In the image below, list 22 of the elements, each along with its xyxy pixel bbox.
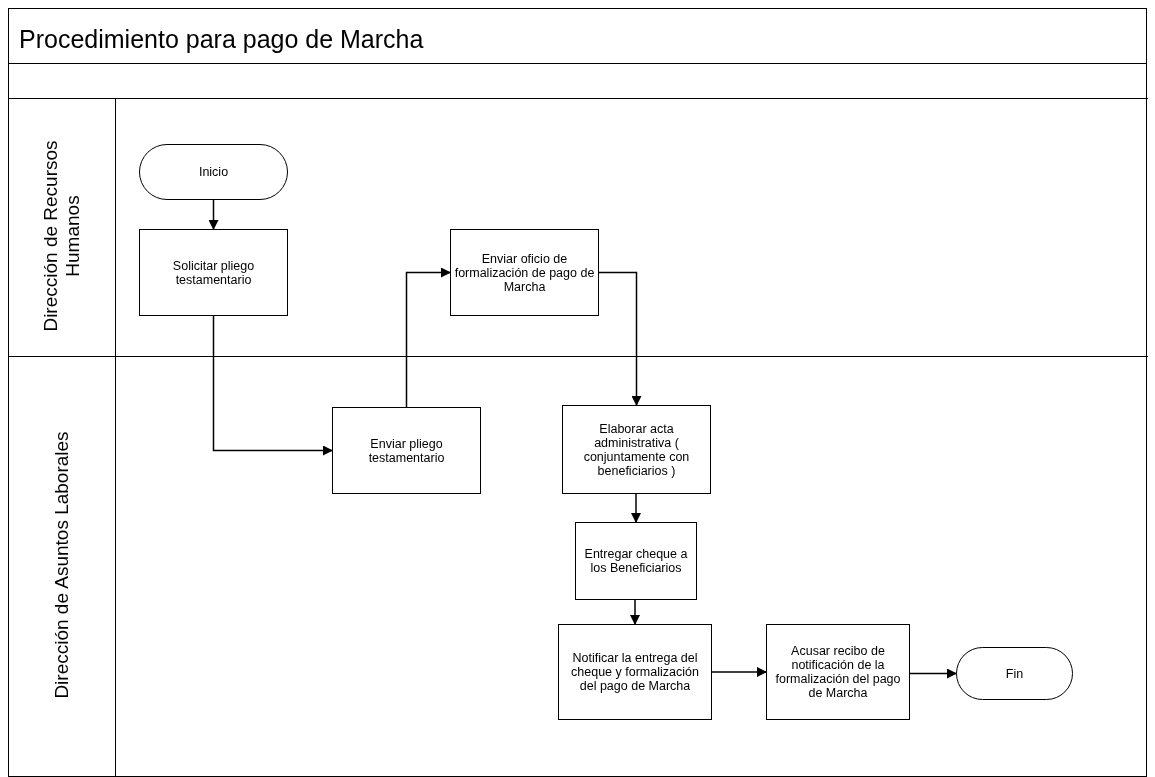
process-box: Entregar cheque a los Beneficiarios [575,522,697,600]
arrow [631,493,641,523]
swimlane [9,356,1148,777]
arrow [909,668,957,679]
process-box: Notificar la entrega del cheque y formalización del pago de Marcha [558,624,712,720]
lane-label: Dirección de Asuntos Laborales [51,430,73,701]
terminator-shape: Fin [956,647,1073,700]
process-box: Acusar recibo de notificación de la formalización del pago de Marcha [766,624,910,720]
arrow [405,267,451,408]
process-box: Solicitar pliego testamentario [139,229,288,316]
arrow [598,271,642,406]
process-box: Elaborar acta administrativa ( conjuntamente con beneficiarios ) [562,405,711,494]
diagram-title: Procedimiento para pago de Marcha [19,25,424,54]
swimlane [9,98,1148,356]
arrow [711,667,767,677]
arrow [208,199,219,230]
process-box: Enviar pliego testamentario [332,407,481,494]
lane-label: Dirección de Recursos Humanos [40,139,84,334]
arrow [630,599,640,625]
process-box: Enviar oficio de formalización de pago de Marcha [450,229,599,316]
terminator-shape: Inicio [139,144,288,200]
arrow [212,315,333,456]
